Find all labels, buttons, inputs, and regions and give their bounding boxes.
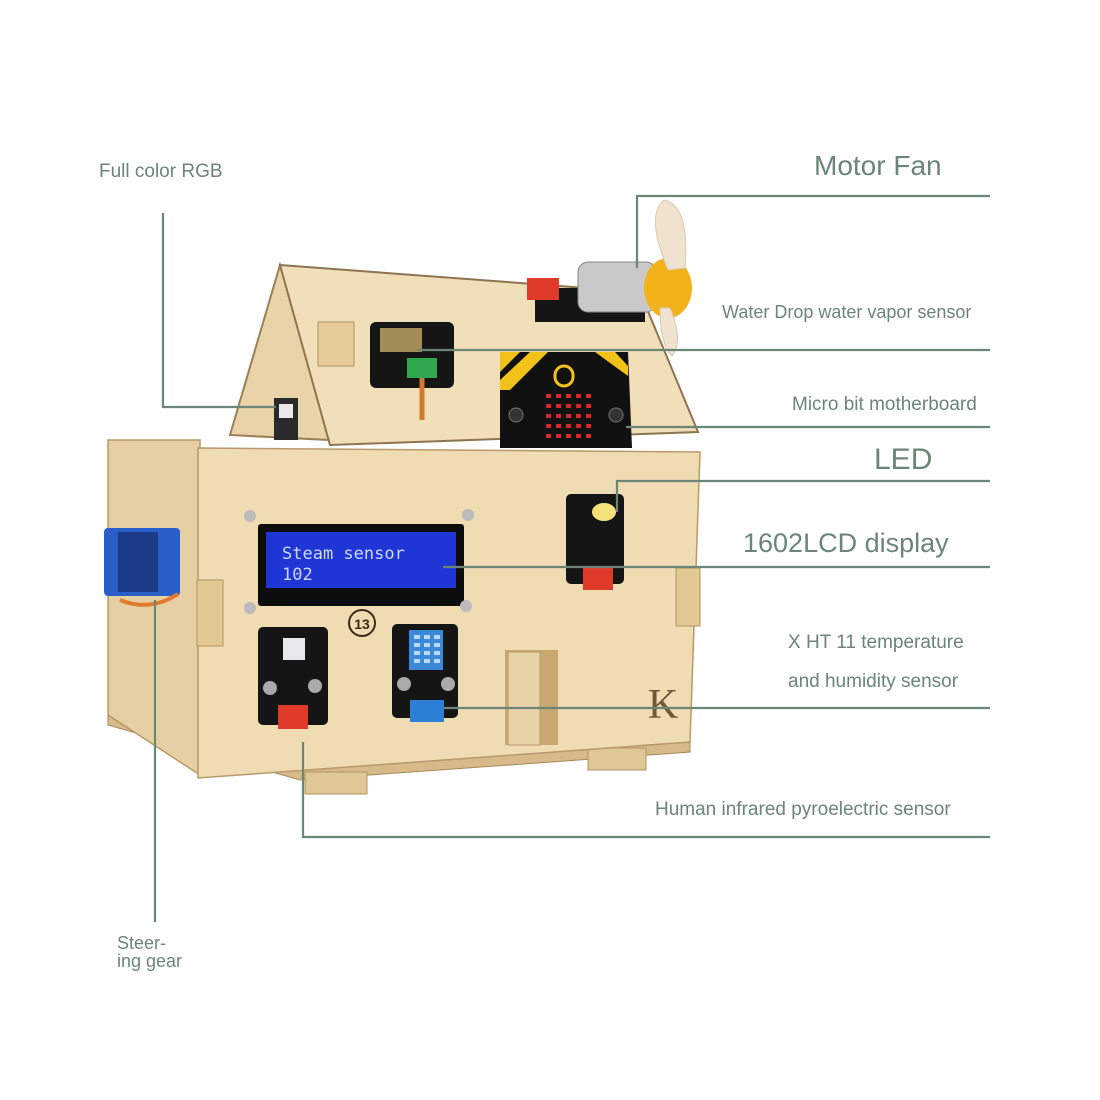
microbit-board <box>500 352 632 448</box>
dht11-vent <box>414 651 420 655</box>
led-connector <box>583 568 613 590</box>
dht11-vent <box>414 659 420 663</box>
dht11-vent <box>424 651 430 655</box>
dht11-vent <box>414 635 420 639</box>
microbit-led <box>566 434 571 438</box>
label-pir: Human infrared pyroelectric sensor <box>655 799 951 820</box>
callout-line-rgb <box>161 213 276 409</box>
microbit-led <box>576 404 581 408</box>
fan-blade-bottom <box>659 307 678 357</box>
callout-line-led <box>615 479 990 512</box>
microbit-led <box>586 434 591 438</box>
pir-board <box>258 627 328 725</box>
lcd-screen <box>266 532 456 588</box>
foot-left <box>304 771 368 795</box>
label-dht11-line2: and humidity sensor <box>788 671 959 692</box>
lcd-screw <box>460 600 472 612</box>
lcd-line-1: Steam sensor <box>282 544 405 564</box>
dht11-vent <box>424 659 430 663</box>
callout-lines <box>153 194 990 922</box>
foot-right <box>587 747 647 771</box>
microbit-led <box>566 414 571 418</box>
label-motor-fan: Motor Fan <box>814 150 942 181</box>
lcd-line-2: 102 <box>282 565 313 585</box>
fan-connector <box>527 278 559 300</box>
microbit-led <box>566 424 571 428</box>
microbit-led <box>576 434 581 438</box>
microbit-led <box>566 394 571 398</box>
dht11-vent <box>424 643 430 647</box>
microbit-logo <box>553 364 575 388</box>
label-microbit: Micro bit motherboard <box>792 394 977 415</box>
servo-label <box>118 532 158 592</box>
microbit-led <box>586 424 591 428</box>
dht11-vent <box>434 643 440 647</box>
microbit-led <box>556 394 561 398</box>
microbit-led <box>586 404 591 408</box>
callout-line-pir <box>301 742 990 839</box>
lcd-screw <box>244 602 256 614</box>
dht11-connector <box>410 700 444 722</box>
microbit-led <box>556 404 561 408</box>
label-water-drop: Water Drop water vapor sensor <box>722 302 972 322</box>
lcd-screw <box>244 510 256 522</box>
water-drop-connector <box>407 358 437 378</box>
microbit-led <box>546 424 551 428</box>
label-full-color-rgb: Full color RGB <box>99 161 223 182</box>
pir-screw <box>263 681 277 695</box>
dht11-vent <box>424 635 430 639</box>
dht11-vent <box>414 643 420 647</box>
fan-blade-top <box>654 199 687 271</box>
microbit-hazard-stripes <box>500 352 628 390</box>
microbit-led <box>556 424 561 428</box>
board-number: 13 <box>354 616 370 632</box>
microbit-led <box>576 394 581 398</box>
microbit-led <box>546 394 551 398</box>
microbit-led <box>586 394 591 398</box>
pir-connector <box>278 705 308 729</box>
microbit-button-b <box>608 407 624 423</box>
door-frame <box>507 651 541 746</box>
dht11-vent <box>434 651 440 655</box>
microbit-led <box>546 434 551 438</box>
microbit-led <box>576 424 581 428</box>
dht11-vent <box>434 659 440 663</box>
microbit-led <box>546 414 551 418</box>
pir-lens <box>283 638 305 660</box>
servo-wire <box>119 592 180 607</box>
label-lcd-display: 1602LCD display <box>743 528 949 558</box>
clip-left <box>196 579 224 647</box>
board-number-circle <box>348 609 376 637</box>
label-dht11-line1: X HT 11 temperature <box>788 632 964 653</box>
rgb-led <box>279 404 293 418</box>
door-letter: K <box>648 682 678 728</box>
microbit-led <box>586 414 591 418</box>
dht11-screw <box>397 677 411 691</box>
fan-hub <box>644 258 692 318</box>
label-steering-line1: Steer- <box>117 933 167 953</box>
dht11-grid <box>414 635 440 663</box>
pir-screw <box>308 679 322 693</box>
microbit-led <box>566 404 571 408</box>
led-bulb <box>592 503 616 521</box>
microbit-led <box>576 414 581 418</box>
lcd-screw <box>462 509 474 521</box>
label-steering-line2: ing gear <box>117 951 183 971</box>
label-led: LED <box>874 443 933 476</box>
water-drop-sensor-pad <box>380 328 422 352</box>
microbit-button-a <box>508 407 524 423</box>
microbit-led <box>546 404 551 408</box>
microbit-led <box>556 414 561 418</box>
dht11-vent <box>434 635 440 639</box>
clip-right <box>675 567 701 627</box>
house-front-wall <box>197 447 701 779</box>
microbit-led-matrix <box>546 394 591 438</box>
dht11-screw <box>441 677 455 691</box>
roof-tab <box>317 321 355 367</box>
microbit-led <box>556 434 561 438</box>
callout-line-motor-fan <box>635 194 990 268</box>
